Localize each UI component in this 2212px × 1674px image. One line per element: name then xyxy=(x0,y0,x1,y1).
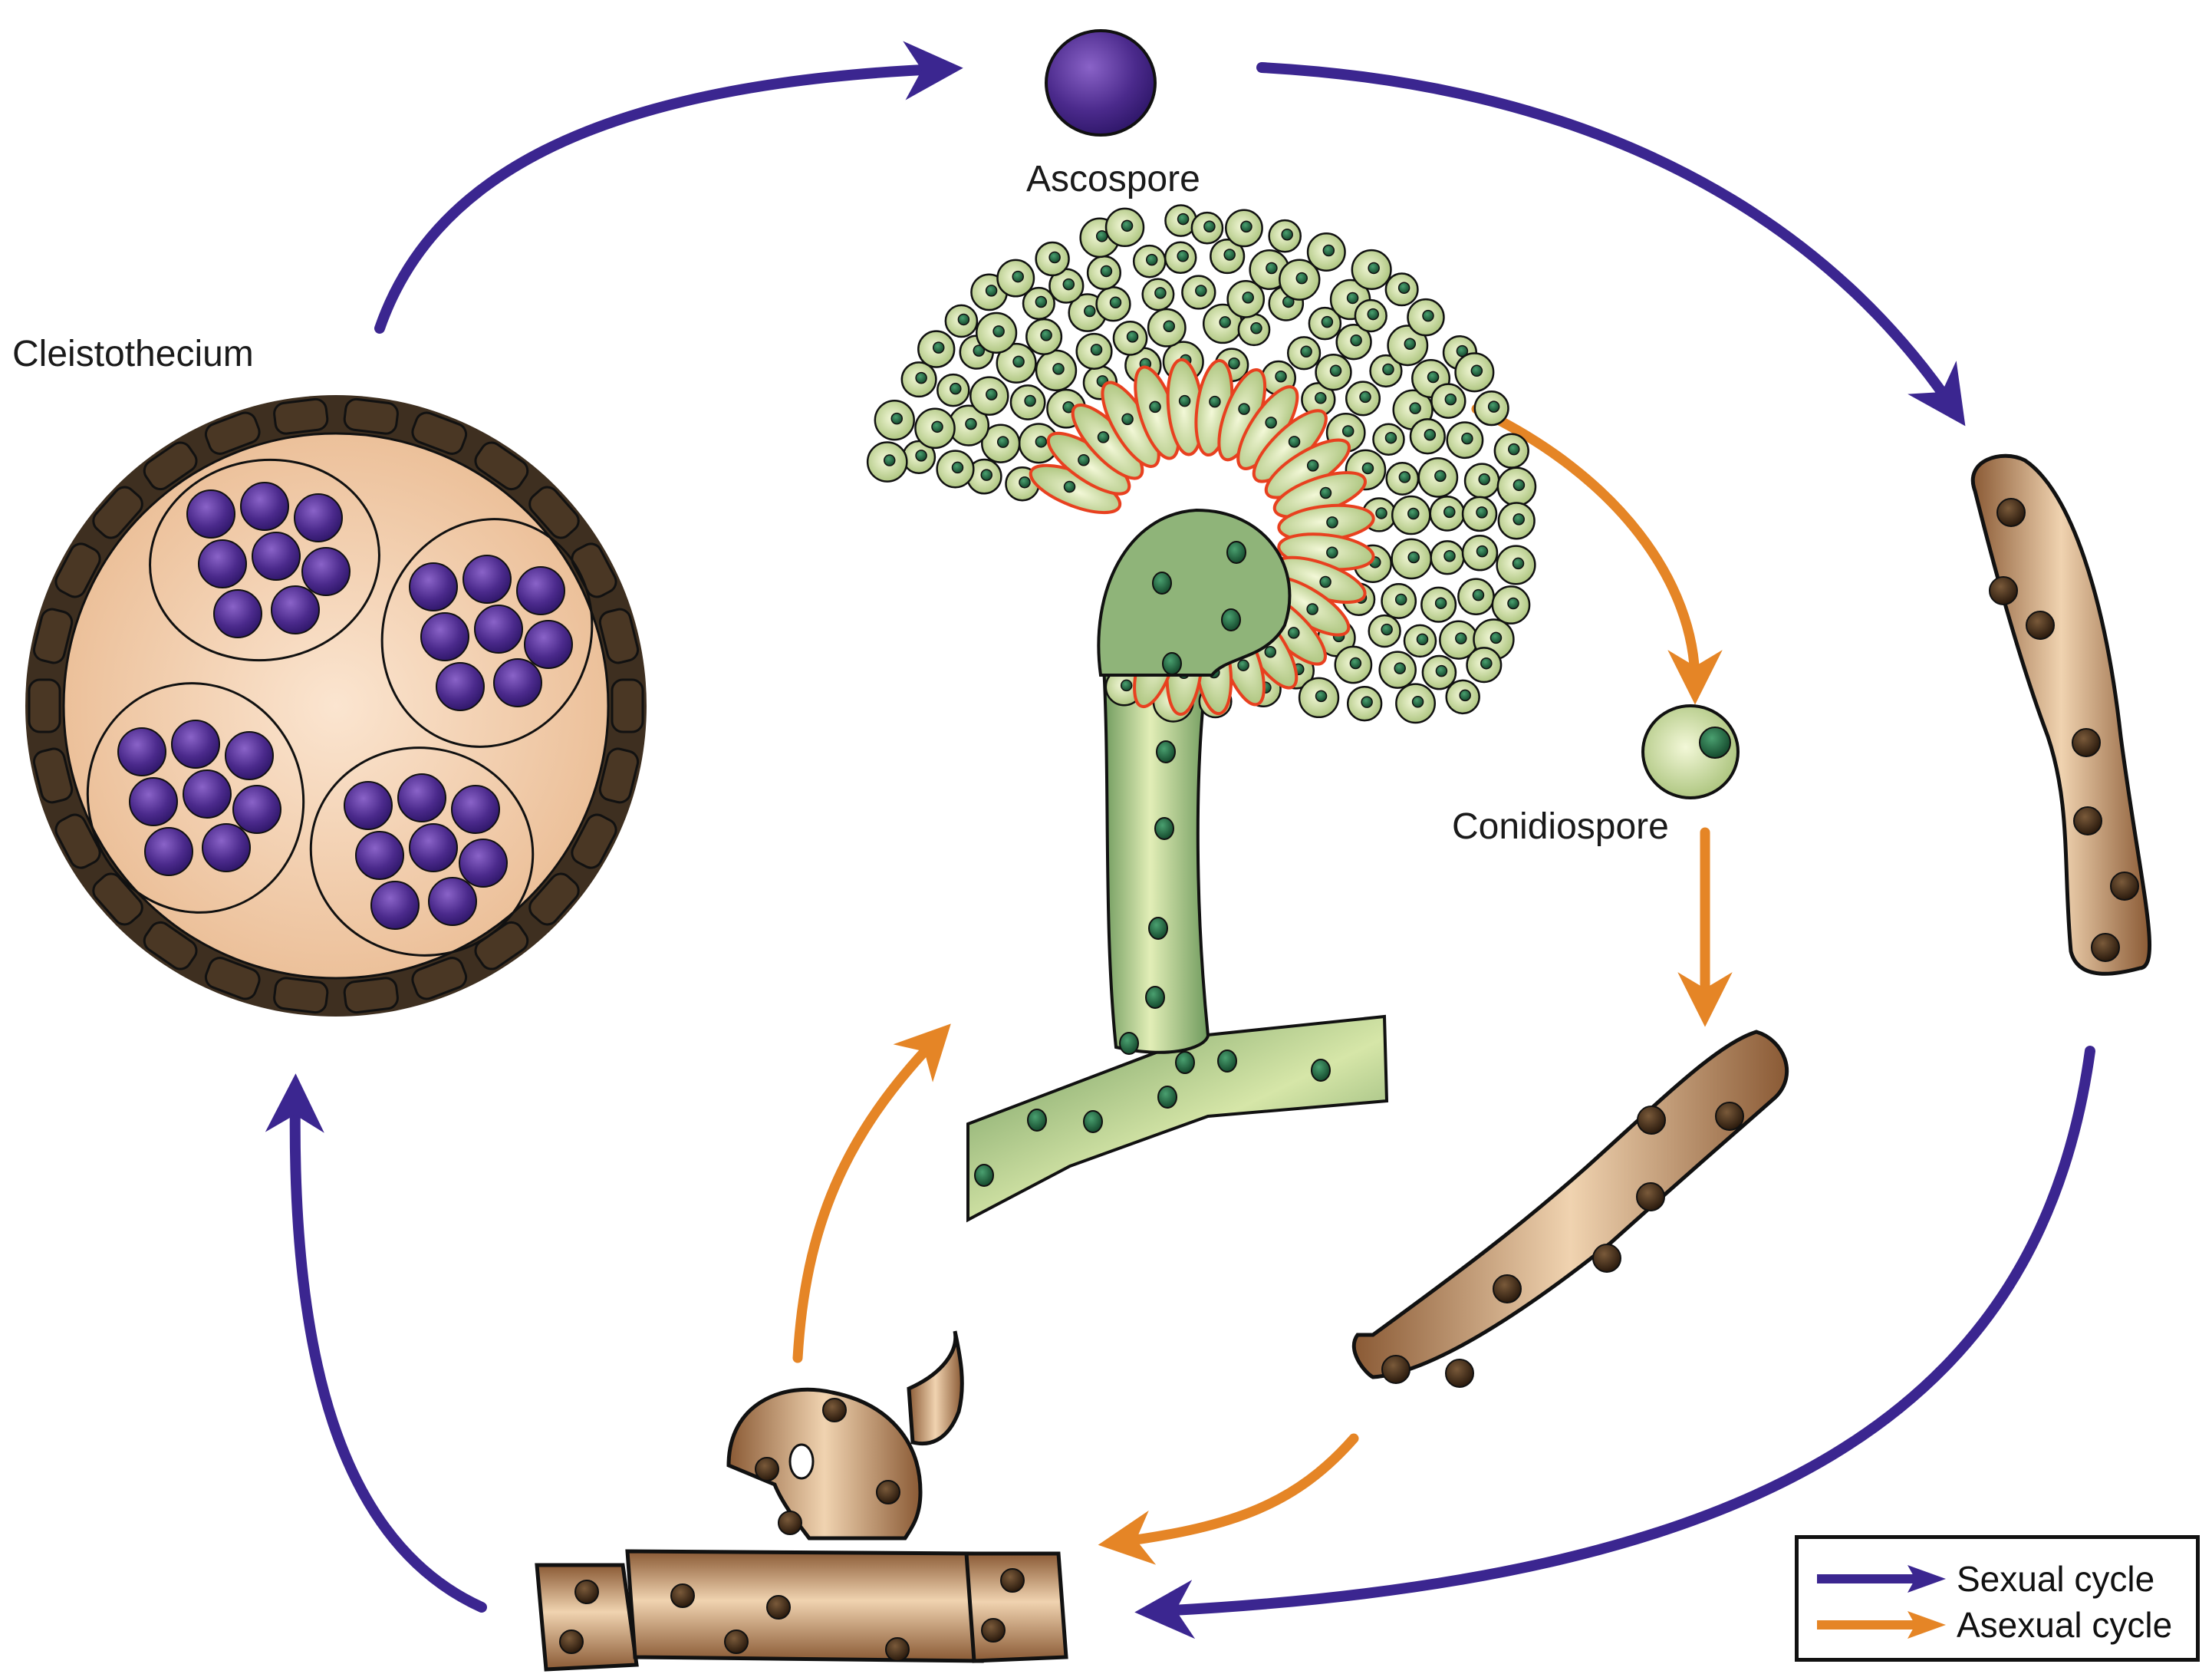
conidiospore-label: Conidiospore xyxy=(1452,806,1669,847)
germinating-ascospore-hypha xyxy=(1971,453,2152,976)
legend-sexual: Sexual cycle xyxy=(1817,1559,2154,1599)
asexual-cycle-arrows xyxy=(792,404,1733,1565)
arrow-mycelium-to-cleisto xyxy=(265,1073,487,1613)
vesicle xyxy=(1097,508,1292,677)
conidiophore-stalk xyxy=(1101,650,1210,1054)
arrow-ascospore-to-hypha xyxy=(1256,62,1966,427)
legend-sexual-label: Sexual cycle xyxy=(1957,1559,2155,1599)
asci xyxy=(86,458,594,957)
orange-arrow-icon xyxy=(1817,1611,1946,1639)
arrow-germ-tube-to-mycelium xyxy=(1098,1433,1359,1565)
legend: Sexual cycle Asexual cycle xyxy=(1795,1535,2200,1662)
germinating-conidiospore-hypha xyxy=(1351,1030,1789,1388)
arrow-hypha-to-mycelium xyxy=(1134,1046,2095,1639)
cleistothecium-wall xyxy=(28,397,644,1014)
arrow-cleisto-to-ascospore xyxy=(374,41,963,334)
mycelium xyxy=(535,1330,1068,1672)
sexual-cycle-arrows xyxy=(265,41,2095,1639)
conidiophore-nuclei xyxy=(974,541,1331,1187)
arrow-conidiophore-to-conidiospore xyxy=(1471,404,1723,705)
cleistothecium-label: Cleistothecium xyxy=(12,334,254,374)
ascospore-label: Ascospore xyxy=(1026,159,1200,199)
legend-asexual: Asexual cycle xyxy=(1817,1605,2172,1645)
arrow-mycelium-to-conidiophore xyxy=(792,1023,951,1363)
legend-asexual-label: Asexual cycle xyxy=(1957,1605,2173,1645)
conidia-chains xyxy=(866,204,1537,724)
conidiospore xyxy=(1641,704,1740,799)
purple-arrow-icon xyxy=(1817,1565,1946,1593)
conidiophore-foot xyxy=(966,1014,1389,1223)
conidiophore xyxy=(866,204,1537,1223)
cleistothecium xyxy=(25,395,647,1017)
ascospore xyxy=(1045,29,1157,137)
